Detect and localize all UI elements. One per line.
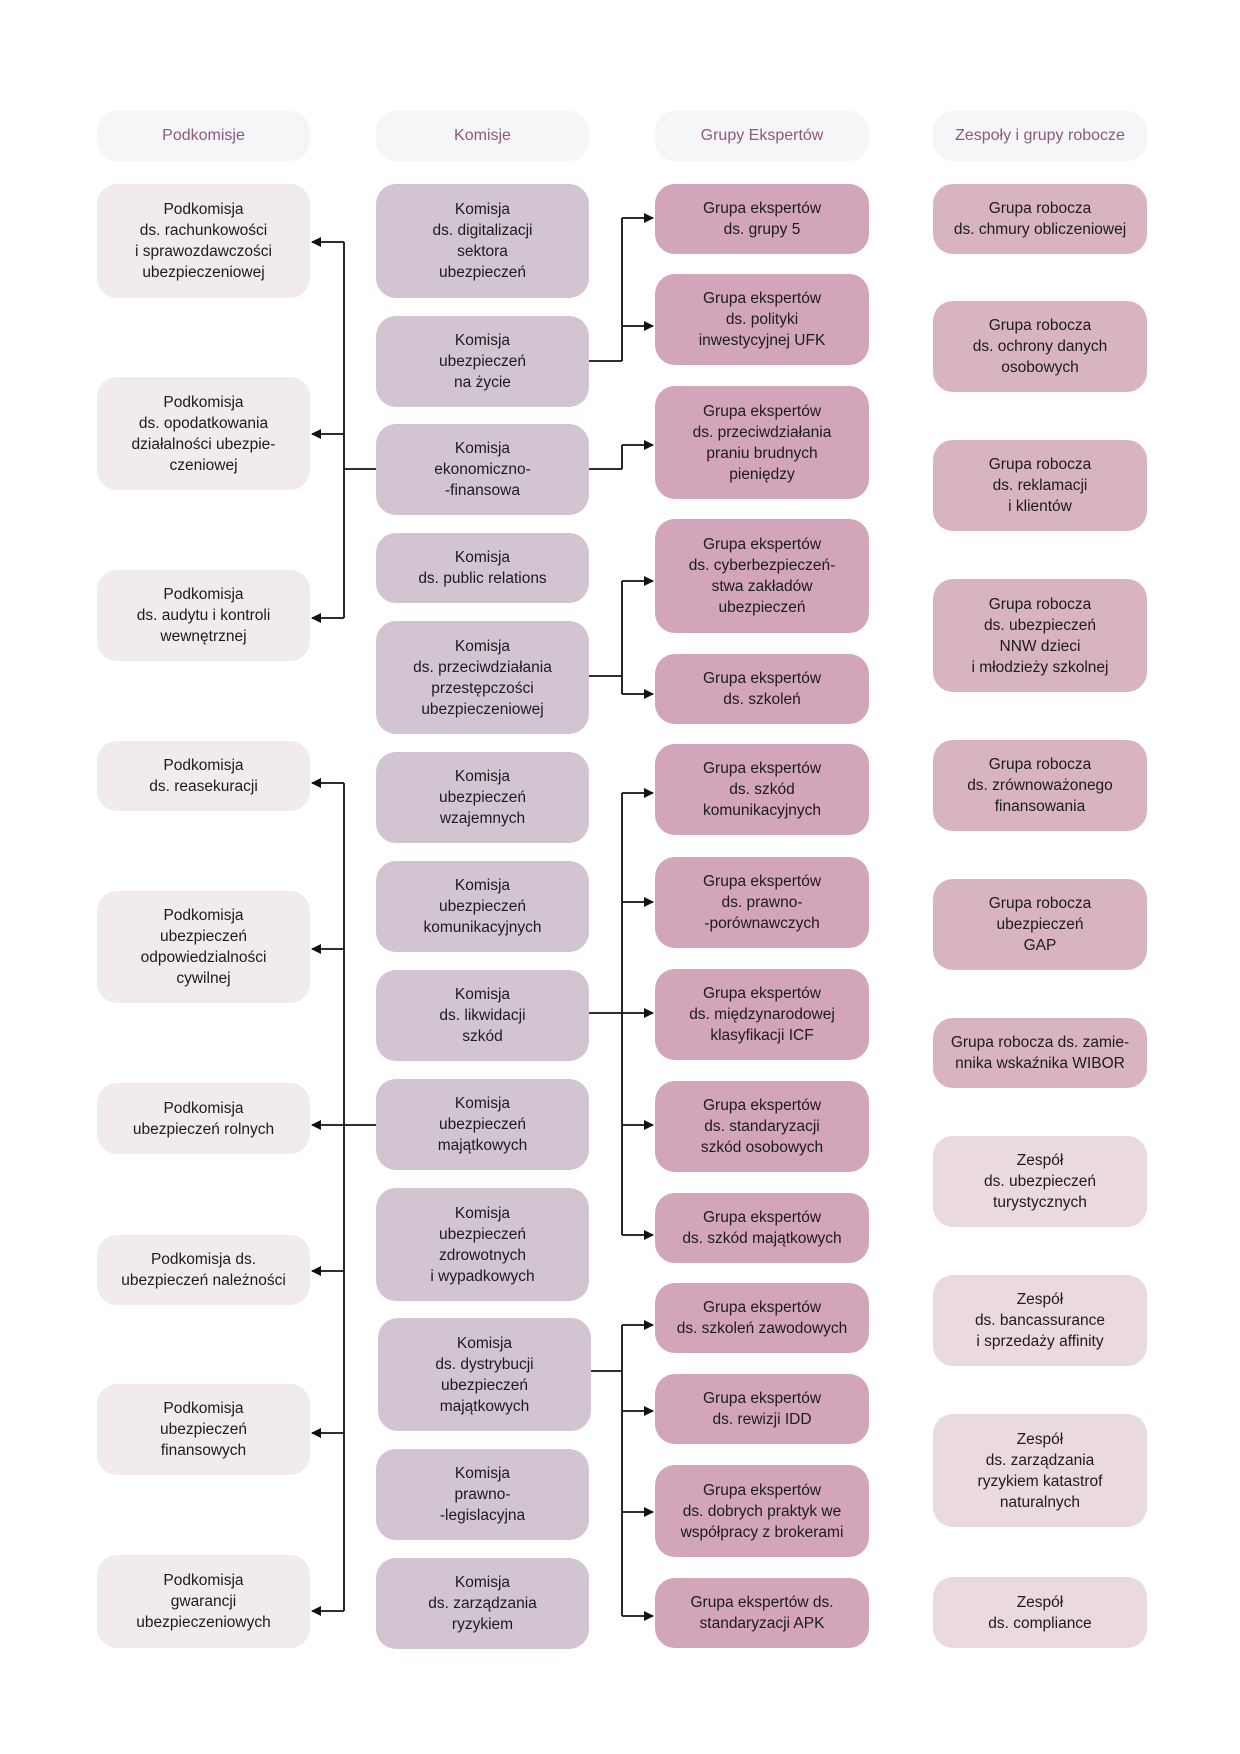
grupa-robocza-zrownowazonego: Grupa robocza ds. zrównoważonego finanso…	[933, 740, 1147, 831]
podkomisja-naleznosci: Podkomisja ds. ubezpieczeń należności	[97, 1235, 310, 1305]
ekspert-rewizji-idd: Grupa ekspertów ds. rewizji IDD	[655, 1374, 869, 1444]
komisja-public-relations: Komisja ds. public relations	[376, 533, 589, 603]
podkomisja-gwarancji: Podkomisja gwarancji ubezpieczeniowych	[97, 1555, 310, 1648]
ekspert-apk: Grupa ekspertów ds. standaryzacji APK	[655, 1578, 869, 1648]
header-komisje: Komisje	[376, 111, 589, 161]
ekspert-grupy-5: Grupa ekspertów ds. grupy 5	[655, 184, 869, 254]
ekspert-komunikacyjnych: Grupa ekspertów ds. szkód komunikacyjnyc…	[655, 744, 869, 835]
komisja-przestepczosci: Komisja ds. przeciwdziałania przestępczo…	[376, 621, 589, 734]
komisja-digitalizacji: Komisja ds. digitalizacji sektora ubezpi…	[376, 184, 589, 298]
ekspert-ufk: Grupa ekspertów ds. polityki inwestycyjn…	[655, 274, 869, 365]
podkomisja-reasekuracji: Podkomisja ds. reasekuracji	[97, 741, 310, 811]
komisja-ekonomiczno-finansowa: Komisja ekonomiczno- -finansowa	[376, 424, 589, 515]
podkomisja-audytu: Podkomisja ds. audytu i kontroli wewnętr…	[97, 570, 310, 661]
komisja-wzajemnych: Komisja ubezpieczeń wzajemnych	[376, 752, 589, 843]
grupa-robocza-nnw: Grupa robocza ds. ubezpieczeń NNW dzieci…	[933, 579, 1147, 692]
komisja-zycie: Komisja ubezpieczeń na życie	[376, 316, 589, 407]
podkomisja-oc: Podkomisja ubezpieczeń odpowiedzialności…	[97, 891, 310, 1003]
komisja-dystrybucji: Komisja ds. dystrybucji ubezpieczeń mają…	[378, 1318, 591, 1431]
grupa-robocza-ochrony-danych: Grupa robocza ds. ochrony danych osobowy…	[933, 301, 1147, 392]
ekspert-aml: Grupa ekspertów ds. przeciwdziałania pra…	[655, 386, 869, 499]
komisja-majatkowych: Komisja ubezpieczeń majątkowych	[376, 1079, 589, 1170]
podkomisja-opodatkowania: Podkomisja ds. opodatkowania działalnośc…	[97, 377, 310, 490]
komisja-likwidacji: Komisja ds. likwidacji szkód	[376, 970, 589, 1061]
grupa-robocza-reklamacji: Grupa robocza ds. reklamacji i klientów	[933, 440, 1147, 531]
grupa-robocza-wibor: Grupa robocza ds. zamie- nnika wskaźnika…	[933, 1018, 1147, 1088]
komisja-zarzadzania-ryzykiem: Komisja ds. zarządzania ryzykiem	[376, 1558, 589, 1649]
ekspert-brokerami: Grupa ekspertów ds. dobrych praktyk we w…	[655, 1465, 869, 1557]
ekspert-szkolen-zawodowych: Grupa ekspertów ds. szkoleń zawodowych	[655, 1283, 869, 1353]
komisja-zdrowotnych: Komisja ubezpieczeń zdrowotnych i wypadk…	[376, 1188, 589, 1301]
zespol-compliance: Zespół ds. compliance	[933, 1577, 1147, 1648]
ekspert-szkod-osobowych: Grupa ekspertów ds. standaryzacji szkód …	[655, 1081, 869, 1172]
podkomisja-rolnych: Podkomisja ubezpieczeń rolnych	[97, 1083, 310, 1154]
zespol-katastrof: Zespół ds. zarządzania ryzykiem katastro…	[933, 1414, 1147, 1527]
grupa-robocza-gap: Grupa robocza ubezpieczeń GAP	[933, 879, 1147, 970]
zespol-bancassurance: Zespół ds. bancassurance i sprzedaży aff…	[933, 1275, 1147, 1366]
podkomisja-rachunkowosci: Podkomisja ds. rachunkowości i sprawozda…	[97, 184, 310, 298]
header-grupy-ekspertow: Grupy Ekspertów	[655, 111, 869, 161]
header-zespoly: Zespoły i grupy robocze	[933, 111, 1147, 161]
header-podkomisje: Podkomisje	[97, 111, 310, 161]
ekspert-cyberbezpieczenstwa: Grupa ekspertów ds. cyberbezpieczeń- stw…	[655, 519, 869, 633]
grupa-robocza-chmury: Grupa robocza ds. chmury obliczeniowej	[933, 184, 1147, 254]
komisja-komunikacyjnych: Komisja ubezpieczeń komunikacyjnych	[376, 861, 589, 952]
ekspert-szkolen: Grupa ekspertów ds. szkoleń	[655, 654, 869, 724]
zespol-turystycznych: Zespół ds. ubezpieczeń turystycznych	[933, 1136, 1147, 1227]
ekspert-szkod-majatkowych: Grupa ekspertów ds. szkód majątkowych	[655, 1193, 869, 1263]
komisja-prawno-legislacyjna: Komisja prawno- -legislacyjna	[376, 1449, 589, 1540]
ekspert-icf: Grupa ekspertów ds. międzynarodowej klas…	[655, 969, 869, 1060]
podkomisja-finansowych: Podkomisja ubezpieczeń finansowych	[97, 1384, 310, 1475]
ekspert-prawno-porownawczych: Grupa ekspertów ds. prawno- -porównawczy…	[655, 857, 869, 948]
